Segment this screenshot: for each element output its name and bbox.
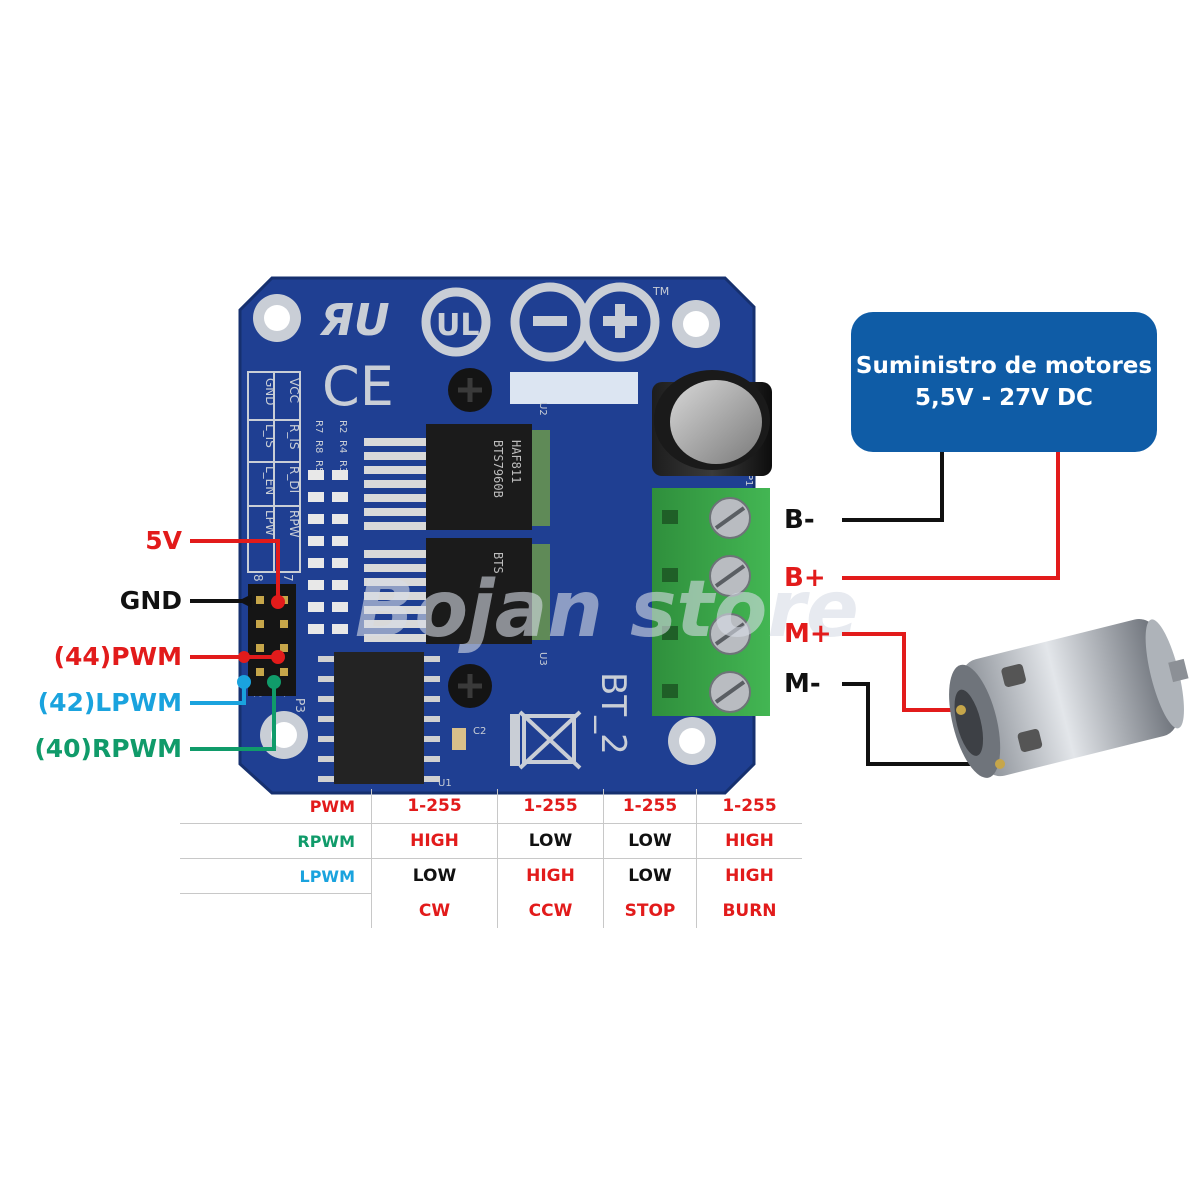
pin-num-8: 8 <box>251 574 265 582</box>
truth-table-cell: HIGH <box>371 823 498 859</box>
hdr-rdi: R_DI <box>287 466 301 493</box>
truth-table-cell: STOP <box>603 893 697 928</box>
board-model: BT_2 <box>593 672 633 755</box>
truth-table-cell: 1-255 <box>696 789 802 824</box>
truth-table-cell: 1-255 <box>603 789 697 824</box>
pin-label-5v: 5V <box>145 526 182 555</box>
svg-text:HAF811: HAF811 <box>509 440 523 483</box>
label-p1: P1 <box>743 474 754 486</box>
watermark: Bojan store <box>355 565 859 655</box>
truth-row-label: LPWM <box>180 858 372 894</box>
truth-table-cell: HIGH <box>696 858 802 894</box>
supply-wires <box>842 452 1060 766</box>
ce-mark: CE <box>322 355 394 418</box>
hdr-lpw: LPW <box>263 510 277 536</box>
supply-line1: Suministro de motores <box>855 353 1153 379</box>
svg-text:R8: R8 <box>313 440 324 453</box>
hdr-len: L_EN <box>263 466 277 495</box>
dc-motor-icon <box>949 618 1189 778</box>
hdr-vcc: VCC <box>287 378 301 403</box>
minus-sign <box>533 316 567 326</box>
label-p3: P3 <box>293 698 307 713</box>
svg-text:R2: R2 <box>337 420 348 433</box>
truth-table-cell: LOW <box>497 823 604 859</box>
svg-text:R4: R4 <box>337 440 348 453</box>
header-silkscreen <box>247 371 301 573</box>
weee-bin-icon <box>510 710 582 770</box>
label-u3: U3 <box>537 652 548 666</box>
hdr-lis: L_IS <box>263 424 277 448</box>
truth-table-cell: BURN <box>696 893 802 928</box>
screw-icon <box>448 664 492 708</box>
terminal-label-bminus: B- <box>784 505 815 535</box>
pin-label-pwm: (44)PWM <box>53 642 182 671</box>
pcb-board: ЯU UL TM CE GND L_IS L_EN LPW VCC R_IS R… <box>238 276 772 795</box>
terminal-label-mplus: M+ <box>784 619 832 649</box>
label-u1: U1 <box>438 778 452 789</box>
capacitor-c2 <box>452 728 466 750</box>
truth-table-cell: LOW <box>603 823 697 859</box>
smd-resistors <box>308 470 348 634</box>
pin-label-gnd: GND <box>119 586 182 615</box>
hdr-gnd: GND <box>263 378 277 406</box>
truth-table-cell: HIGH <box>497 858 604 894</box>
label-c2: C2 <box>473 726 486 737</box>
label-u2: U2 <box>537 402 548 416</box>
truth-table-cell: CW <box>371 893 498 928</box>
pin-label-lpwm: (42)LPWM <box>37 688 182 717</box>
svg-text:BTS7960B: BTS7960B <box>491 440 505 498</box>
truth-table-cell: CCW <box>497 893 604 928</box>
driver-chip-u3: BTS <box>364 538 550 644</box>
svg-text:BTS: BTS <box>491 552 505 574</box>
truth-row-label: PWM <box>180 789 372 824</box>
logic-ic-u1 <box>318 652 440 784</box>
svg-text:R5: R5 <box>313 460 324 473</box>
pin-label-rpwm: (40)RPWM <box>34 734 182 763</box>
truth-table-cell: 1-255 <box>371 789 498 824</box>
electrolytic-capacitor <box>652 370 772 476</box>
supply-line2: 5,5V - 27V DC <box>915 385 1093 411</box>
svg-text:R3: R3 <box>337 460 348 473</box>
tm-text: TM <box>652 285 669 298</box>
hdr-ris: R_IS <box>287 424 301 450</box>
pin-num-7: 7 <box>281 574 295 582</box>
plus-sign <box>615 304 625 338</box>
label-sticker <box>510 372 638 404</box>
truth-table-cell: LOW <box>603 858 697 894</box>
ur-logo: ЯU <box>319 295 390 346</box>
motor-supply-box: Suministro de motores 5,5V - 27V DC <box>851 312 1157 452</box>
terminal-block <box>652 488 770 716</box>
motor-terminal <box>956 705 966 715</box>
pin-dots <box>237 594 285 689</box>
certification-logos <box>421 282 660 362</box>
driver-chip-u2: BTS7960B HAF811 <box>364 424 550 530</box>
hdr-rpw: RPW <box>287 510 301 538</box>
truth-table-cell: 1-255 <box>497 789 604 824</box>
truth-row-label <box>180 894 372 929</box>
truth-table-cell: LOW <box>371 858 498 894</box>
terminal-label-mminus: M- <box>784 669 821 699</box>
svg-text:R7: R7 <box>313 420 324 433</box>
motor-terminal <box>995 759 1005 769</box>
truth-row-label: RPWM <box>180 823 372 859</box>
truth-table-cell: HIGH <box>696 823 802 859</box>
screw-icon <box>448 368 492 412</box>
ul-logo: UL <box>436 308 479 343</box>
terminal-label-bplus: B+ <box>784 563 826 593</box>
